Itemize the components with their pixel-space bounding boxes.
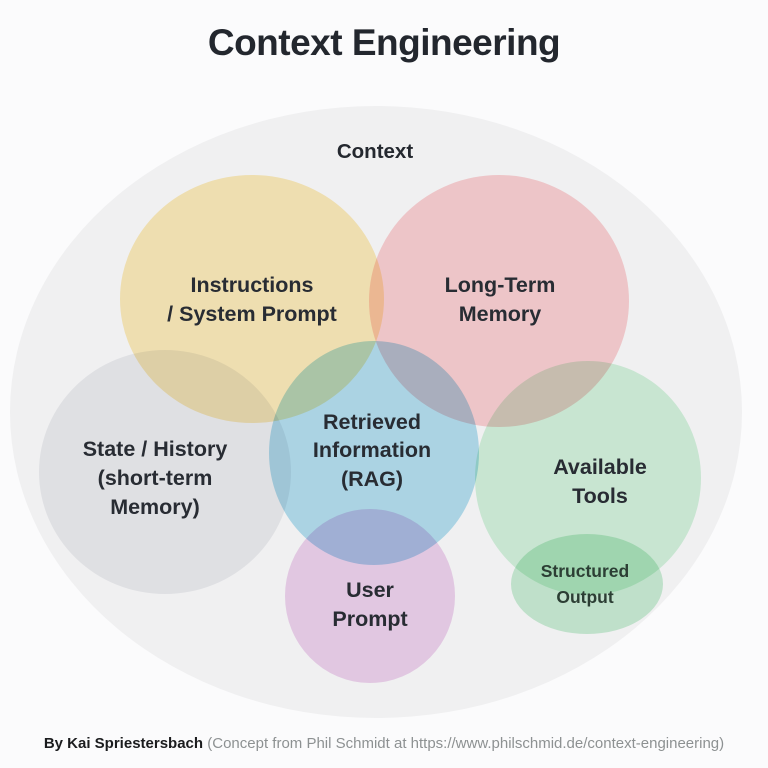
retrieved-information-label-line2: Information <box>313 438 431 462</box>
structured-output-circle <box>511 534 663 634</box>
user-prompt-label-line1: User <box>346 578 394 602</box>
instructions-label-line2: / System Prompt <box>167 302 337 326</box>
attribution-caption: By Kai Spriestersbach (Concept from Phil… <box>0 735 768 752</box>
state-history-circle <box>39 350 291 594</box>
user-prompt-label-line2: Prompt <box>332 607 407 631</box>
available-tools-label-line2: Tools <box>572 484 628 508</box>
context-label: Context <box>337 140 413 163</box>
concept-credit: (Concept from Phil Schmidt at https://ww… <box>207 735 725 752</box>
retrieved-information-label-line3: (RAG) <box>341 467 403 491</box>
long-term-memory-label-line1: Long-Term <box>445 273 556 297</box>
user-prompt-circle <box>285 509 455 683</box>
instructions-label-line1: Instructions <box>190 273 313 297</box>
available-tools-label-line1: Available <box>553 455 647 479</box>
state-history-label-line2: (short-term <box>98 466 213 490</box>
state-history-label-line1: State / History <box>83 437 228 461</box>
retrieved-information-rag-circle <box>269 341 479 565</box>
state-history-label-line3: Memory) <box>110 495 200 519</box>
long-term-memory-label-line2: Memory <box>459 302 541 326</box>
retrieved-information-label-line1: Retrieved <box>323 410 421 434</box>
structured-output-label-line1: Structured <box>541 561 629 581</box>
structured-output-label-line2: Output <box>556 587 614 607</box>
page-title: Context Engineering <box>207 22 561 63</box>
available-tools-circle <box>475 361 701 595</box>
author-credit: By Kai Spriestersbach <box>43 735 204 752</box>
